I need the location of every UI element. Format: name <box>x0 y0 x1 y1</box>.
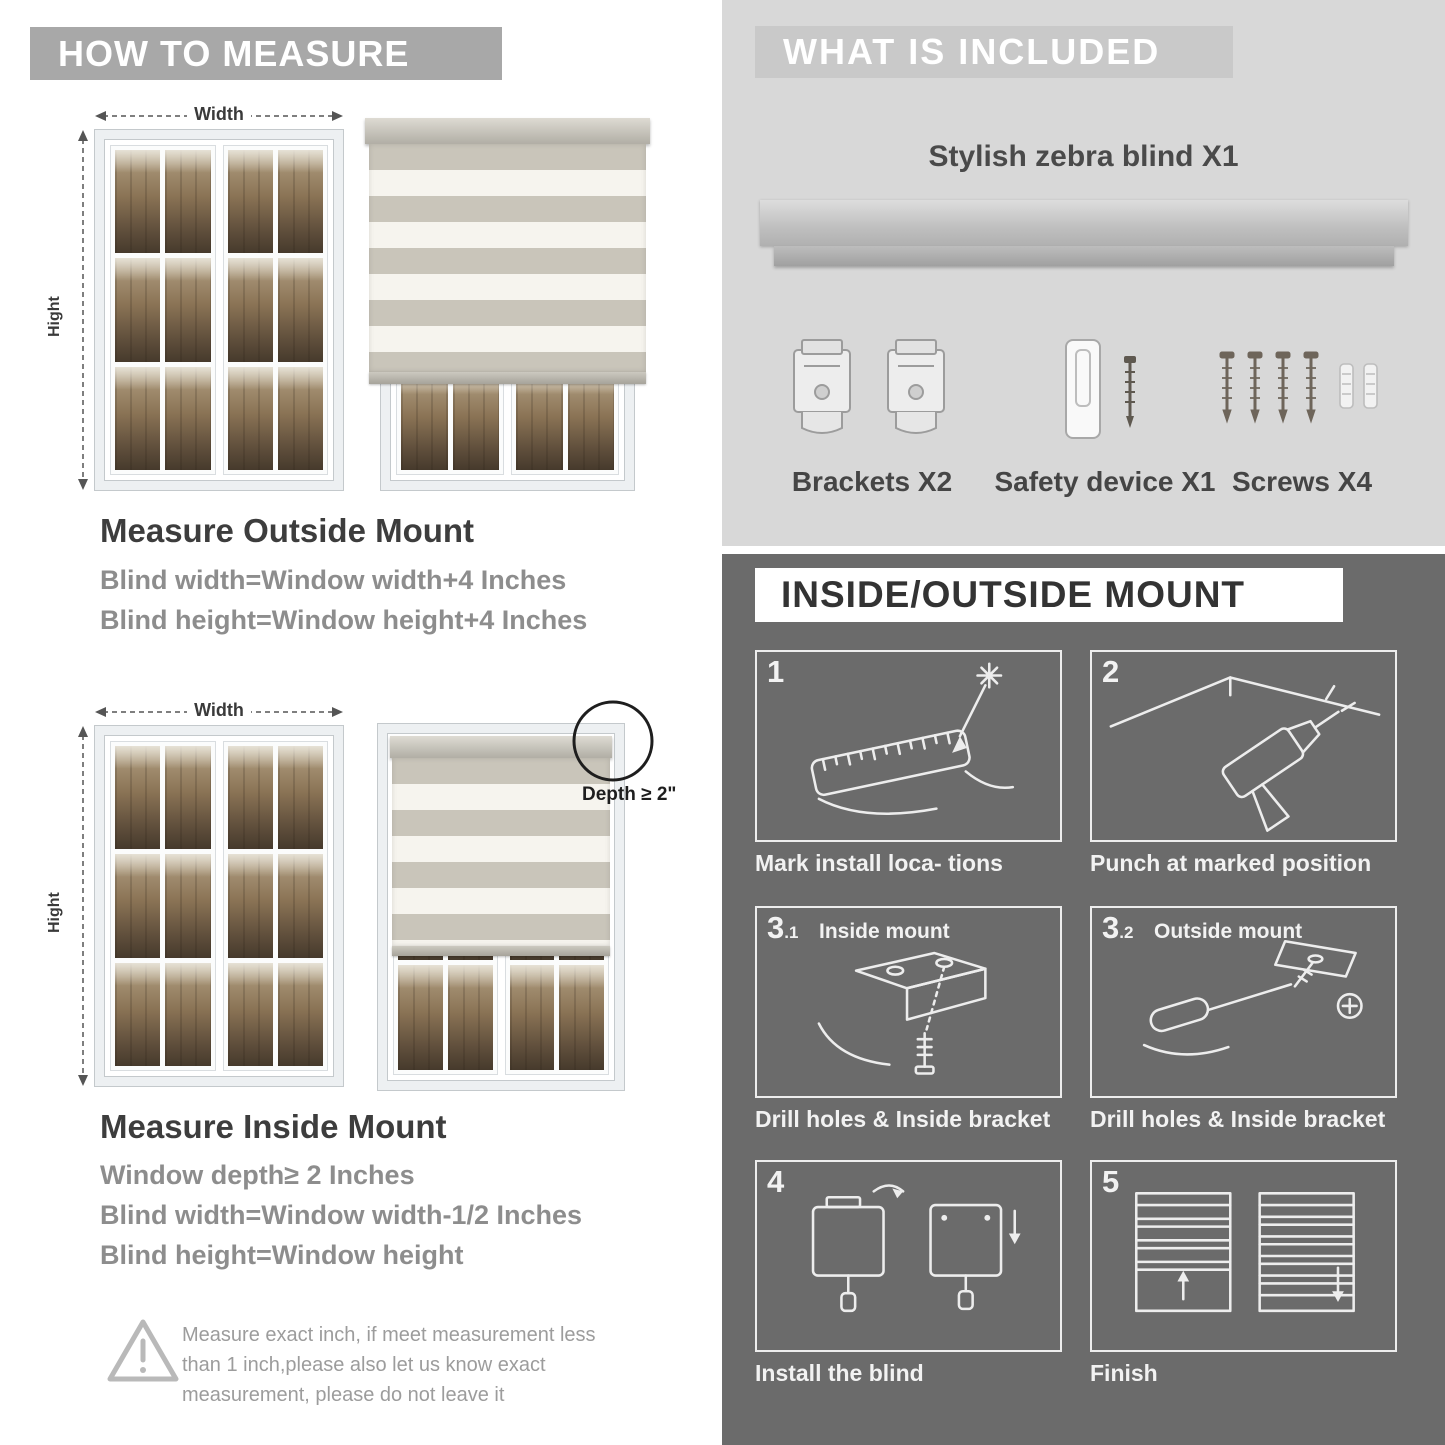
step-panel-3-2: 3.2 Outside mount <box>1090 906 1397 1098</box>
height-label: Hight <box>46 872 64 938</box>
what-is-included-section: WHAT IS INCLUDED Stylish zebra blind X1 <box>722 0 1445 546</box>
how-to-measure-title: HOW TO MEASURE <box>58 33 410 74</box>
screws-label: Screws X4 <box>1231 466 1373 497</box>
step-number: 2 <box>1102 654 1120 689</box>
brackets-label: Brackets X2 <box>791 466 953 497</box>
step-caption: Drill holes & Inside bracket <box>1090 1106 1386 1132</box>
inside-mount-rule-height: Blind height=Window height <box>100 1240 464 1270</box>
what-is-included-title: WHAT IS INCLUDED <box>783 31 1161 72</box>
inside-mount-title: Measure Inside Mount <box>100 1108 447 1145</box>
finish-illustration <box>1135 1192 1355 1313</box>
blind-stripes <box>392 758 610 946</box>
step-panel-3-1: 3.1 Inside mount <box>755 906 1062 1098</box>
what-is-included-banner: WHAT IS INCLUDED <box>755 26 1233 78</box>
blind-bottom-rail <box>369 372 646 384</box>
depth-callout-label: Depth ≥ 2" <box>582 784 677 805</box>
blind-cassette <box>365 118 650 144</box>
safety-device-icon <box>1065 339 1136 439</box>
step-number: 4 <box>767 1164 785 1199</box>
step-caption: Drill holes & Inside bracket <box>755 1106 1051 1132</box>
window-illustration-outside <box>95 130 343 490</box>
outside-mount-rule-height: Blind height=Window height+4 Inches <box>100 605 588 635</box>
step-number: 3.2 <box>1102 910 1134 945</box>
how-to-measure-section: HOW TO MEASURE Width Hight <box>0 0 712 1445</box>
step-caption: Punch at marked position <box>1090 850 1372 876</box>
height-label: Hight <box>46 276 64 342</box>
inside-mount-rule-depth: Window depth≥ 2 Inches <box>100 1160 415 1190</box>
mount-banner: INSIDE/OUTSIDE MOUNT <box>755 568 1343 622</box>
step-number: 5 <box>1102 1164 1120 1199</box>
measurement-note: Measure exact inch, if meet measurement … <box>182 1324 596 1406</box>
step-panel-4: 4 <box>755 1160 1062 1352</box>
step-caption: Mark install loca- tions <box>755 850 1003 876</box>
width-arrow <box>95 707 343 717</box>
mark-location-illustration <box>810 662 1015 815</box>
brackets-icon <box>793 339 945 434</box>
outside-mount-title: Measure Outside Mount <box>100 512 475 549</box>
blind-inside-mount-illustration <box>378 724 624 1090</box>
inside-outside-mount-section: INSIDE/OUTSIDE MOUNT 1 Mark install loca… <box>722 554 1445 1445</box>
drill-illustration <box>1109 676 1381 832</box>
step-number: 1 <box>767 654 785 689</box>
height-arrow <box>78 130 88 490</box>
inside-mount-rule-width: Blind width=Window width-1/2 Inches <box>100 1200 583 1230</box>
blind-bottom-rail <box>392 946 610 956</box>
headrail-illustration <box>760 200 1408 246</box>
window-illustration-inside <box>95 726 343 1086</box>
outside-bracket-illustration <box>1142 940 1363 1056</box>
blind-cassette <box>390 736 612 758</box>
step-panel-2: 2 <box>1090 650 1397 842</box>
width-label: Width <box>95 700 343 721</box>
safety-device-label: Safety device X1 <box>994 466 1216 497</box>
screws-icon <box>1219 351 1378 424</box>
step-inline-label: Inside mount <box>819 920 950 943</box>
blind-stripes <box>369 144 646 372</box>
headrail-valance <box>774 246 1394 266</box>
install-blind-illustration <box>811 1184 1021 1313</box>
width-arrow <box>95 111 343 121</box>
mount-title: INSIDE/OUTSIDE MOUNT <box>781 574 1246 615</box>
step-panel-5: 5 <box>1090 1160 1397 1352</box>
blind-outside-mount-illustration <box>365 118 650 490</box>
window-sash <box>222 145 328 475</box>
step-inline-label: Outside mount <box>1154 920 1303 943</box>
step-caption: Install the blind <box>755 1360 924 1386</box>
step-caption: Finish <box>1090 1360 1158 1386</box>
step-panel-1: 1 <box>755 650 1062 842</box>
outside-mount-rule-width: Blind width=Window width+4 Inches <box>100 565 567 595</box>
width-label: Width <box>95 104 343 125</box>
window-sash <box>110 145 216 475</box>
height-arrow <box>78 726 88 1086</box>
how-to-measure-banner: HOW TO MEASURE <box>30 27 502 80</box>
warning-icon <box>107 1319 179 1382</box>
inside-bracket-illustration <box>817 951 987 1075</box>
product-title: Stylish zebra blind X1 <box>928 140 1239 173</box>
step-number: 3.1 <box>767 910 799 945</box>
depth-callout-circle <box>572 700 654 782</box>
